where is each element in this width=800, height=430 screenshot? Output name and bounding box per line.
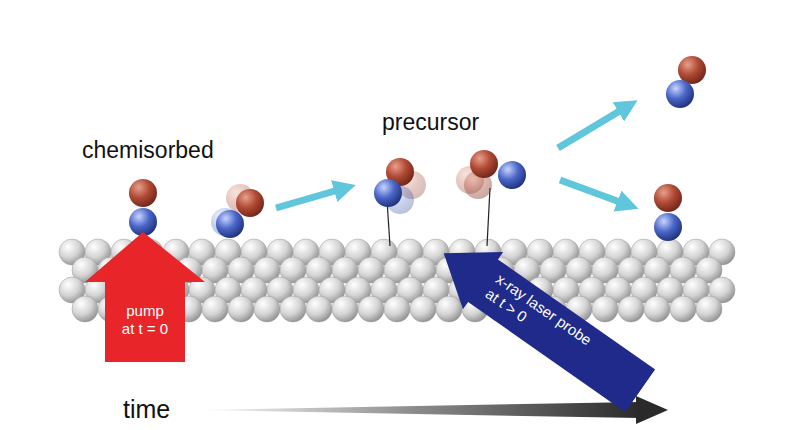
chemisorbed-molecule xyxy=(129,179,157,236)
readsorbed-molecule xyxy=(654,184,682,241)
precursor-molecule xyxy=(456,150,526,246)
arrow-text: pump at t = 0 xyxy=(120,302,170,338)
state-label: precursor xyxy=(382,110,479,135)
axis-label: time xyxy=(123,396,170,424)
time-arrow xyxy=(195,396,668,424)
pump-arrow: pump at t = 0 xyxy=(85,232,205,362)
state-label: chemisorbed xyxy=(82,138,214,163)
desorbed-molecule xyxy=(666,56,706,108)
precursor-molecule xyxy=(374,158,426,246)
tilting-molecule xyxy=(211,184,264,238)
process-arrows xyxy=(276,106,628,208)
arrow-outline xyxy=(85,232,205,362)
